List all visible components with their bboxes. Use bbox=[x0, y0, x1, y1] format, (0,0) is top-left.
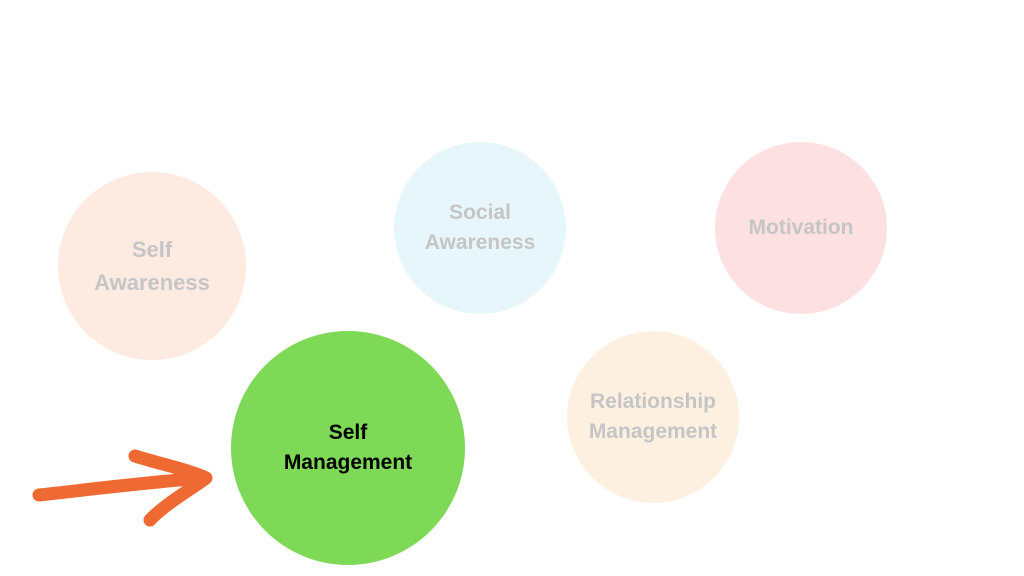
node-self-management: Self Management bbox=[231, 331, 465, 565]
node-motivation: Motivation bbox=[715, 142, 887, 314]
node-motivation-label: Motivation bbox=[748, 216, 854, 239]
node-self-management-label: Self Management bbox=[283, 421, 413, 474]
node-self-awareness: Self Awareness bbox=[58, 172, 246, 360]
node-self-awareness-label: Self Awareness bbox=[94, 237, 210, 295]
node-social-awareness: Social Awareness bbox=[394, 142, 566, 314]
node-relationship-management-label: Relationship Management bbox=[588, 390, 718, 443]
arrow-right-icon bbox=[32, 449, 213, 527]
node-relationship-management: Relationship Management bbox=[567, 331, 739, 503]
node-social-awareness-label: Social Awareness bbox=[424, 201, 536, 254]
